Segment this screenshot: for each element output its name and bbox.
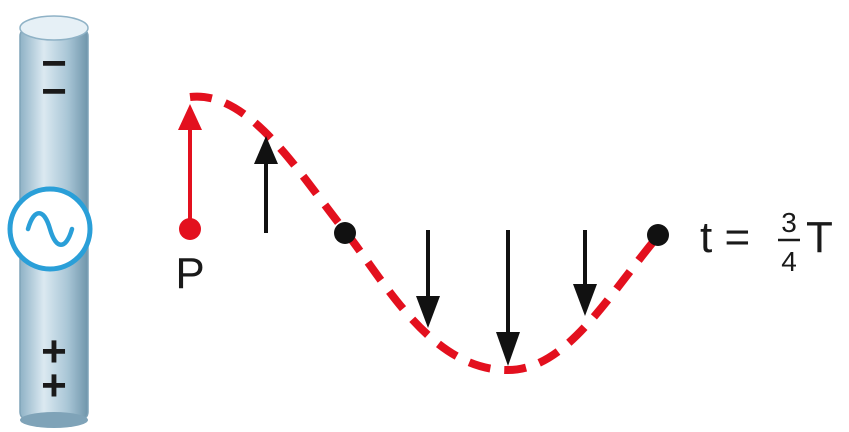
down-arrow-3: [573, 230, 597, 316]
point-p-label: P: [175, 249, 204, 298]
plus-sign-first: +: [41, 327, 67, 376]
minus-sign-top: −: [41, 39, 67, 88]
wave-end-dot: [647, 224, 669, 246]
wave-node-dot: [334, 222, 356, 244]
up-arrow: [254, 136, 278, 233]
plus-sign-second: +: [41, 361, 67, 410]
minus-sign-second: −: [41, 67, 67, 116]
wave-curve: [189, 92, 662, 375]
time-label-numerator: 3: [781, 207, 797, 238]
time-label-denominator: 4: [781, 246, 797, 277]
red-arrow-p: [178, 104, 202, 228]
down-arrow-2: [496, 230, 520, 366]
time-label-suffix: T: [806, 213, 833, 262]
ac-source-icon: [7, 186, 93, 272]
down-arrow-1: [416, 230, 440, 328]
time-label: t = 3 4 T: [700, 207, 833, 277]
point-p-dot: [179, 218, 201, 240]
time-label-prefix: t =: [700, 213, 750, 262]
